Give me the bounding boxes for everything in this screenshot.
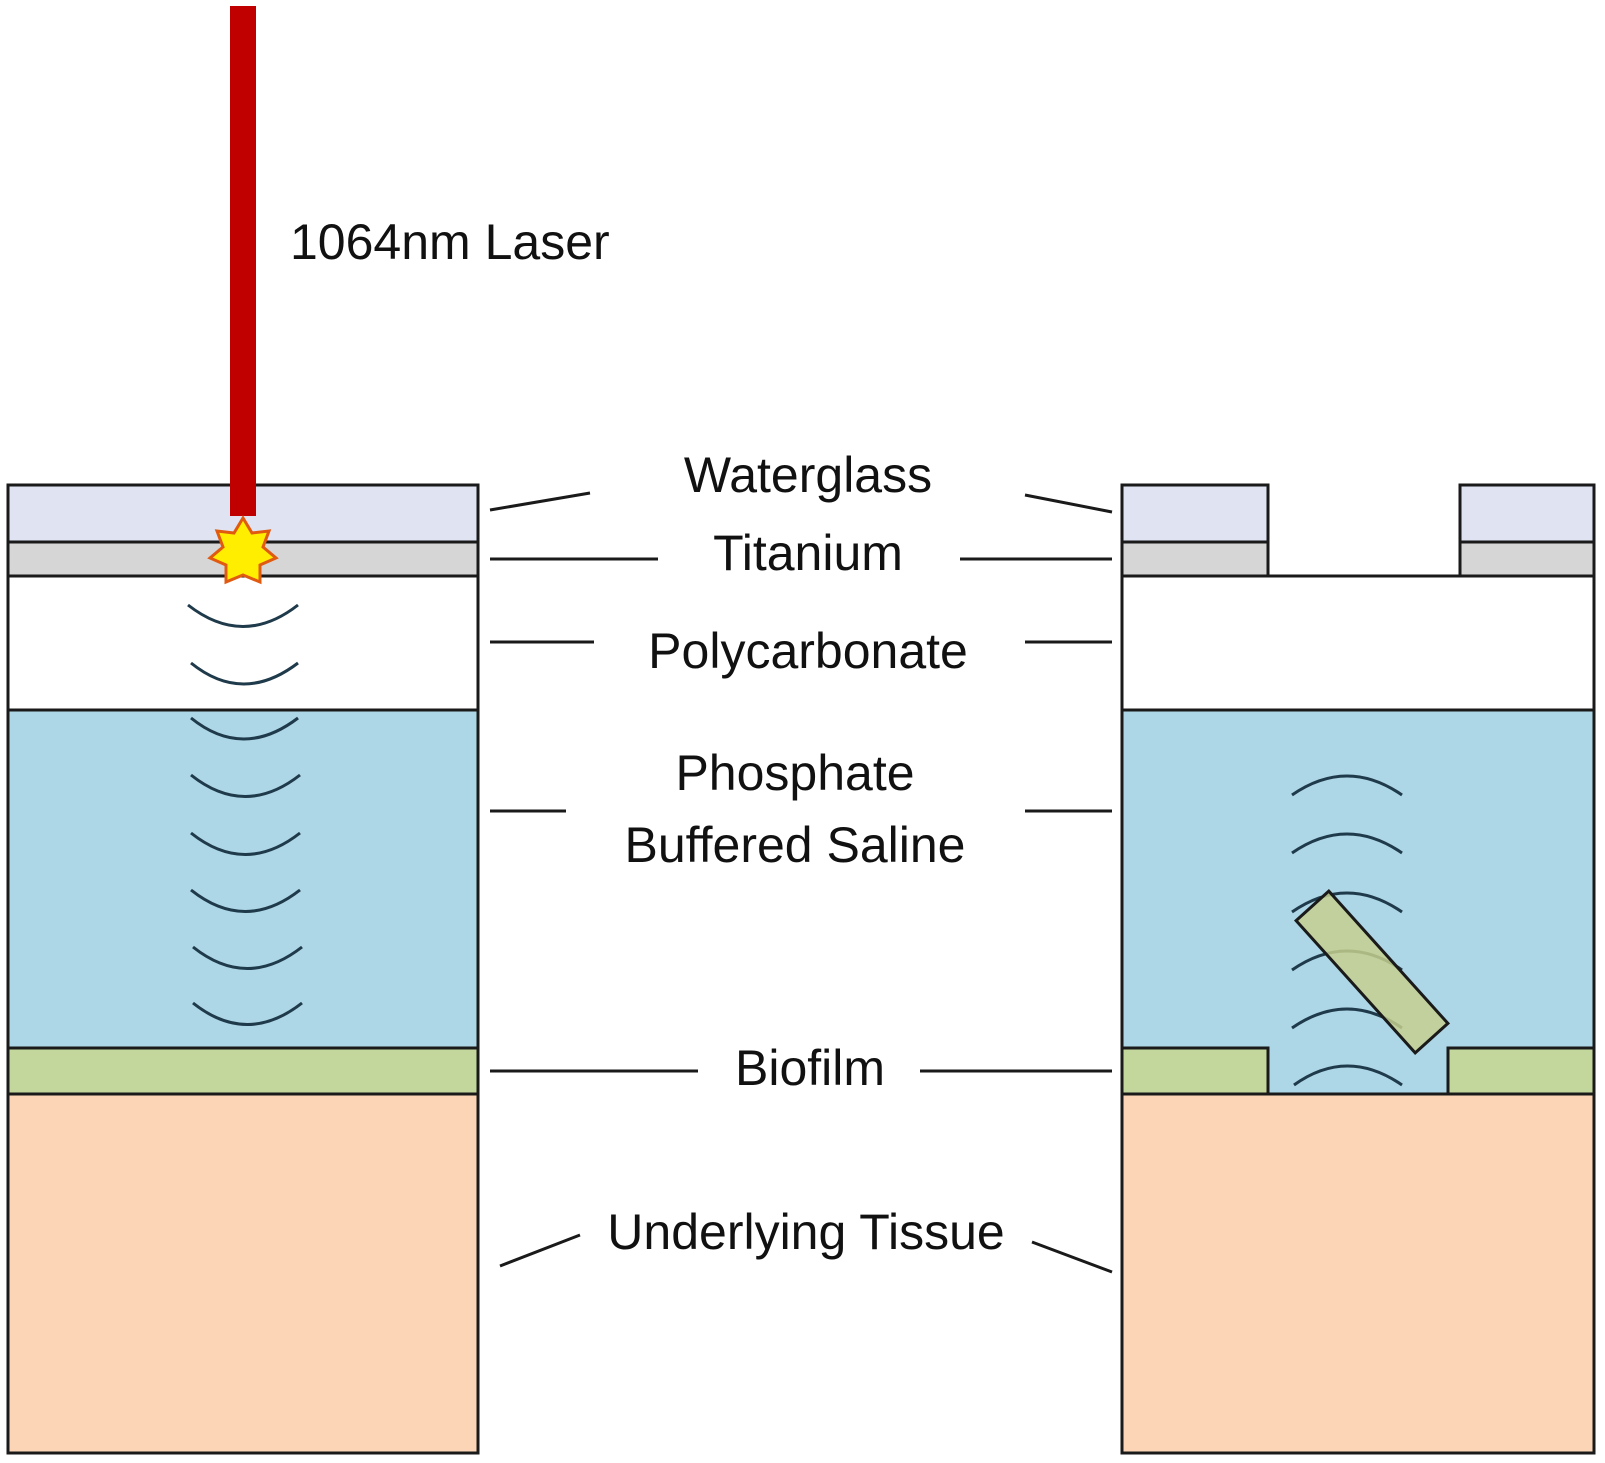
left-polycarbonate-layer [6, 574, 480, 712]
shock-wave-arc [187, 603, 299, 628]
laser-beam [230, 6, 256, 516]
right-waterglass-block-left [1120, 483, 1270, 544]
shock-wave-arc [190, 661, 299, 686]
laser-impact-star [207, 515, 279, 585]
shock-wave-arc [1291, 832, 1403, 855]
shock-wave-arc [192, 945, 303, 970]
titanium-label: Titanium [713, 525, 903, 581]
pbs-label-line2: Buffered Saline [625, 817, 966, 873]
waterglass-label: Waterglass [684, 447, 932, 503]
shock-wave-arc [190, 716, 299, 741]
left-tissue-layer [6, 1092, 480, 1455]
polycarbonate-label: Polycarbonate [648, 623, 968, 679]
tissue-leader-right [1031, 1240, 1113, 1274]
leader-lines [489, 491, 1113, 1274]
left-shock-waves [187, 603, 303, 1026]
waterglass-leader-right [1024, 493, 1113, 514]
biofilm-label: Biofilm [735, 1040, 885, 1096]
right-waterglass-block-right [1458, 483, 1596, 544]
shock-wave-arc [190, 831, 301, 856]
shock-wave-arc [190, 773, 301, 798]
left-pbs-layer [6, 708, 480, 1050]
waterglass-leader-left [489, 491, 591, 512]
tissue-label: Underlying Tissue [607, 1204, 1004, 1260]
pbs-label-line1: Phosphate [675, 745, 914, 801]
left-stack [6, 483, 480, 1455]
left-biofilm-layer [6, 1046, 480, 1096]
right-pbs-layer [1120, 708, 1596, 1096]
detached-biofilm-flake [1293, 889, 1451, 1055]
shock-wave-arc [1291, 774, 1403, 797]
laser-label: 1064nm Laser [290, 214, 610, 270]
right-tissue-layer [1120, 1092, 1596, 1455]
right-biofilm-block-right [1446, 1046, 1596, 1096]
shock-wave-arc [192, 1001, 303, 1026]
right-titanium-block-left [1120, 540, 1270, 578]
right-polycarbonate-layer [1120, 574, 1596, 712]
right-biofilm-block-left [1120, 1046, 1270, 1096]
shock-wave-arc [1291, 891, 1403, 914]
tissue-leader-left [499, 1233, 581, 1268]
shock-wave-arc [1293, 1064, 1403, 1087]
right-titanium-block-right [1458, 540, 1596, 578]
right-stack [1120, 483, 1596, 1455]
shock-wave-arc [190, 888, 301, 913]
